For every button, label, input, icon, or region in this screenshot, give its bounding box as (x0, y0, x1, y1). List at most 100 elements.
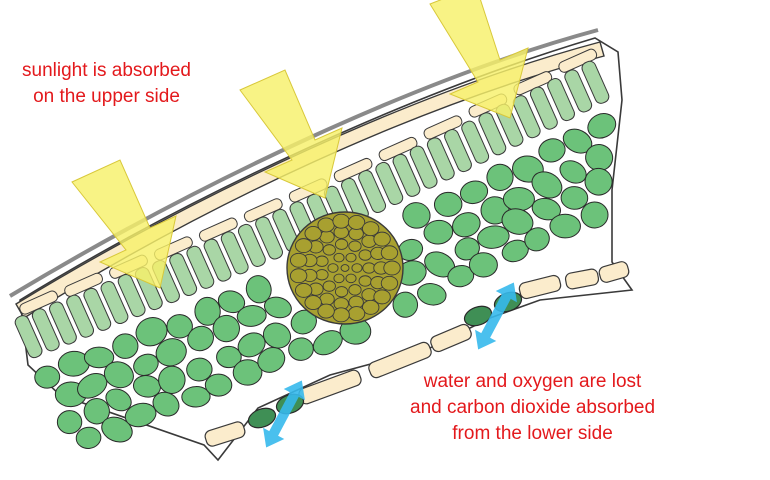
vein-cell (332, 307, 350, 323)
spongy-cell (452, 212, 481, 238)
vein-cell (294, 282, 313, 298)
spongy-cell (423, 219, 454, 245)
vein-cell (332, 213, 350, 229)
vein-cell (373, 289, 391, 305)
vein-cell (358, 249, 372, 261)
guard-cell (463, 305, 493, 327)
spongy-cell (112, 333, 139, 359)
annotation-line: sunlight is absorbed (22, 60, 191, 81)
vein-cell (315, 255, 329, 267)
vein-cell (348, 284, 362, 296)
spongy-cell (433, 191, 463, 217)
spongy-cell (262, 322, 292, 349)
spongy-cell (236, 305, 267, 327)
palisade-cell (529, 86, 558, 130)
palisade-cell (14, 315, 43, 359)
spongy-cell (531, 197, 562, 221)
spongy-cell (83, 398, 110, 425)
spongy-cell (417, 283, 447, 306)
vein-cell (317, 217, 335, 233)
vein-cell (380, 275, 399, 291)
vein-cell (334, 286, 349, 298)
spongy-cell (166, 314, 193, 339)
vein-cell (294, 238, 313, 254)
spongy-cell (560, 186, 589, 210)
spongy-cell (56, 410, 83, 435)
spongy-cell (105, 388, 132, 412)
palisade-cell (237, 223, 266, 267)
vein-cell (333, 252, 345, 263)
spongy-cell (155, 338, 187, 367)
vein-cell (348, 240, 362, 252)
spongy-cell (549, 213, 581, 239)
vein-cell (373, 231, 391, 247)
palisade-cell (426, 137, 455, 181)
epidermis-cell (243, 198, 283, 223)
spongy-cell (257, 347, 286, 373)
vein-cell (380, 245, 399, 261)
vein-cell (327, 263, 339, 273)
lower-epidermis-cell (430, 323, 472, 353)
vein-cell (304, 295, 322, 311)
palisade-cell (100, 280, 129, 325)
spongy-cell (245, 275, 272, 304)
annotation-line: water and oxygen are lost (423, 371, 642, 392)
spongy-cell (194, 296, 221, 326)
spongy-cell (75, 426, 102, 449)
annotation-line: on the upper side (33, 86, 180, 107)
epidermis-cell (423, 115, 463, 140)
vein-cell (362, 221, 380, 237)
spongy-cell (212, 314, 240, 343)
palisade-cell (83, 287, 112, 331)
vein-cell (289, 252, 308, 268)
vein-cell (358, 275, 372, 287)
spongy-cell (103, 361, 134, 389)
spongy-cell (584, 167, 613, 196)
guard-cell (247, 407, 277, 429)
spongy-cell (502, 186, 535, 212)
vein-cell (340, 264, 350, 272)
lower-epidermis-cell (564, 268, 600, 290)
vein-cell (345, 273, 357, 284)
spongy-cell (34, 365, 61, 389)
spongy-cell (204, 373, 233, 397)
spongy-cell (232, 359, 263, 386)
epidermis-cell (333, 157, 373, 183)
spongy-cell (524, 227, 550, 252)
spongy-cell (580, 201, 609, 229)
spongy-cell (459, 180, 489, 205)
spongy-cell (135, 317, 168, 347)
palisade-cell (564, 69, 593, 113)
vein-cell (347, 306, 366, 322)
spongy-cell (486, 163, 514, 191)
vein-cell (319, 230, 335, 244)
palisade-cell (461, 120, 490, 164)
vein-cell (383, 260, 401, 276)
spongy-cell (263, 296, 292, 319)
upper-side-annotation: sunlight is absorbed on the upper side (22, 58, 191, 110)
palisade-cell (409, 145, 438, 189)
gas-exchange-arrows (263, 282, 517, 448)
palisade-cell (444, 129, 472, 173)
spongy-cell (101, 416, 133, 443)
vein-cell (347, 214, 366, 230)
double-arrow-icon (263, 380, 305, 448)
spongy-cell (217, 290, 246, 314)
palisade-cell (117, 274, 146, 318)
spongy-cell (83, 346, 115, 369)
vein-cell (351, 263, 363, 273)
palisade-cell (220, 231, 249, 275)
sunlight-arrow-icon (71, 159, 177, 289)
vein-cell (322, 280, 336, 292)
epidermis-cell (558, 48, 598, 73)
palisade-cell (512, 95, 541, 139)
vein-cell (322, 244, 336, 256)
epidermis-cell (19, 290, 59, 315)
vein-cell (333, 273, 345, 284)
palisade-cell (66, 294, 95, 338)
vein-cell (319, 292, 335, 306)
spongy-cell (124, 402, 157, 428)
palisade-cell (203, 238, 232, 282)
